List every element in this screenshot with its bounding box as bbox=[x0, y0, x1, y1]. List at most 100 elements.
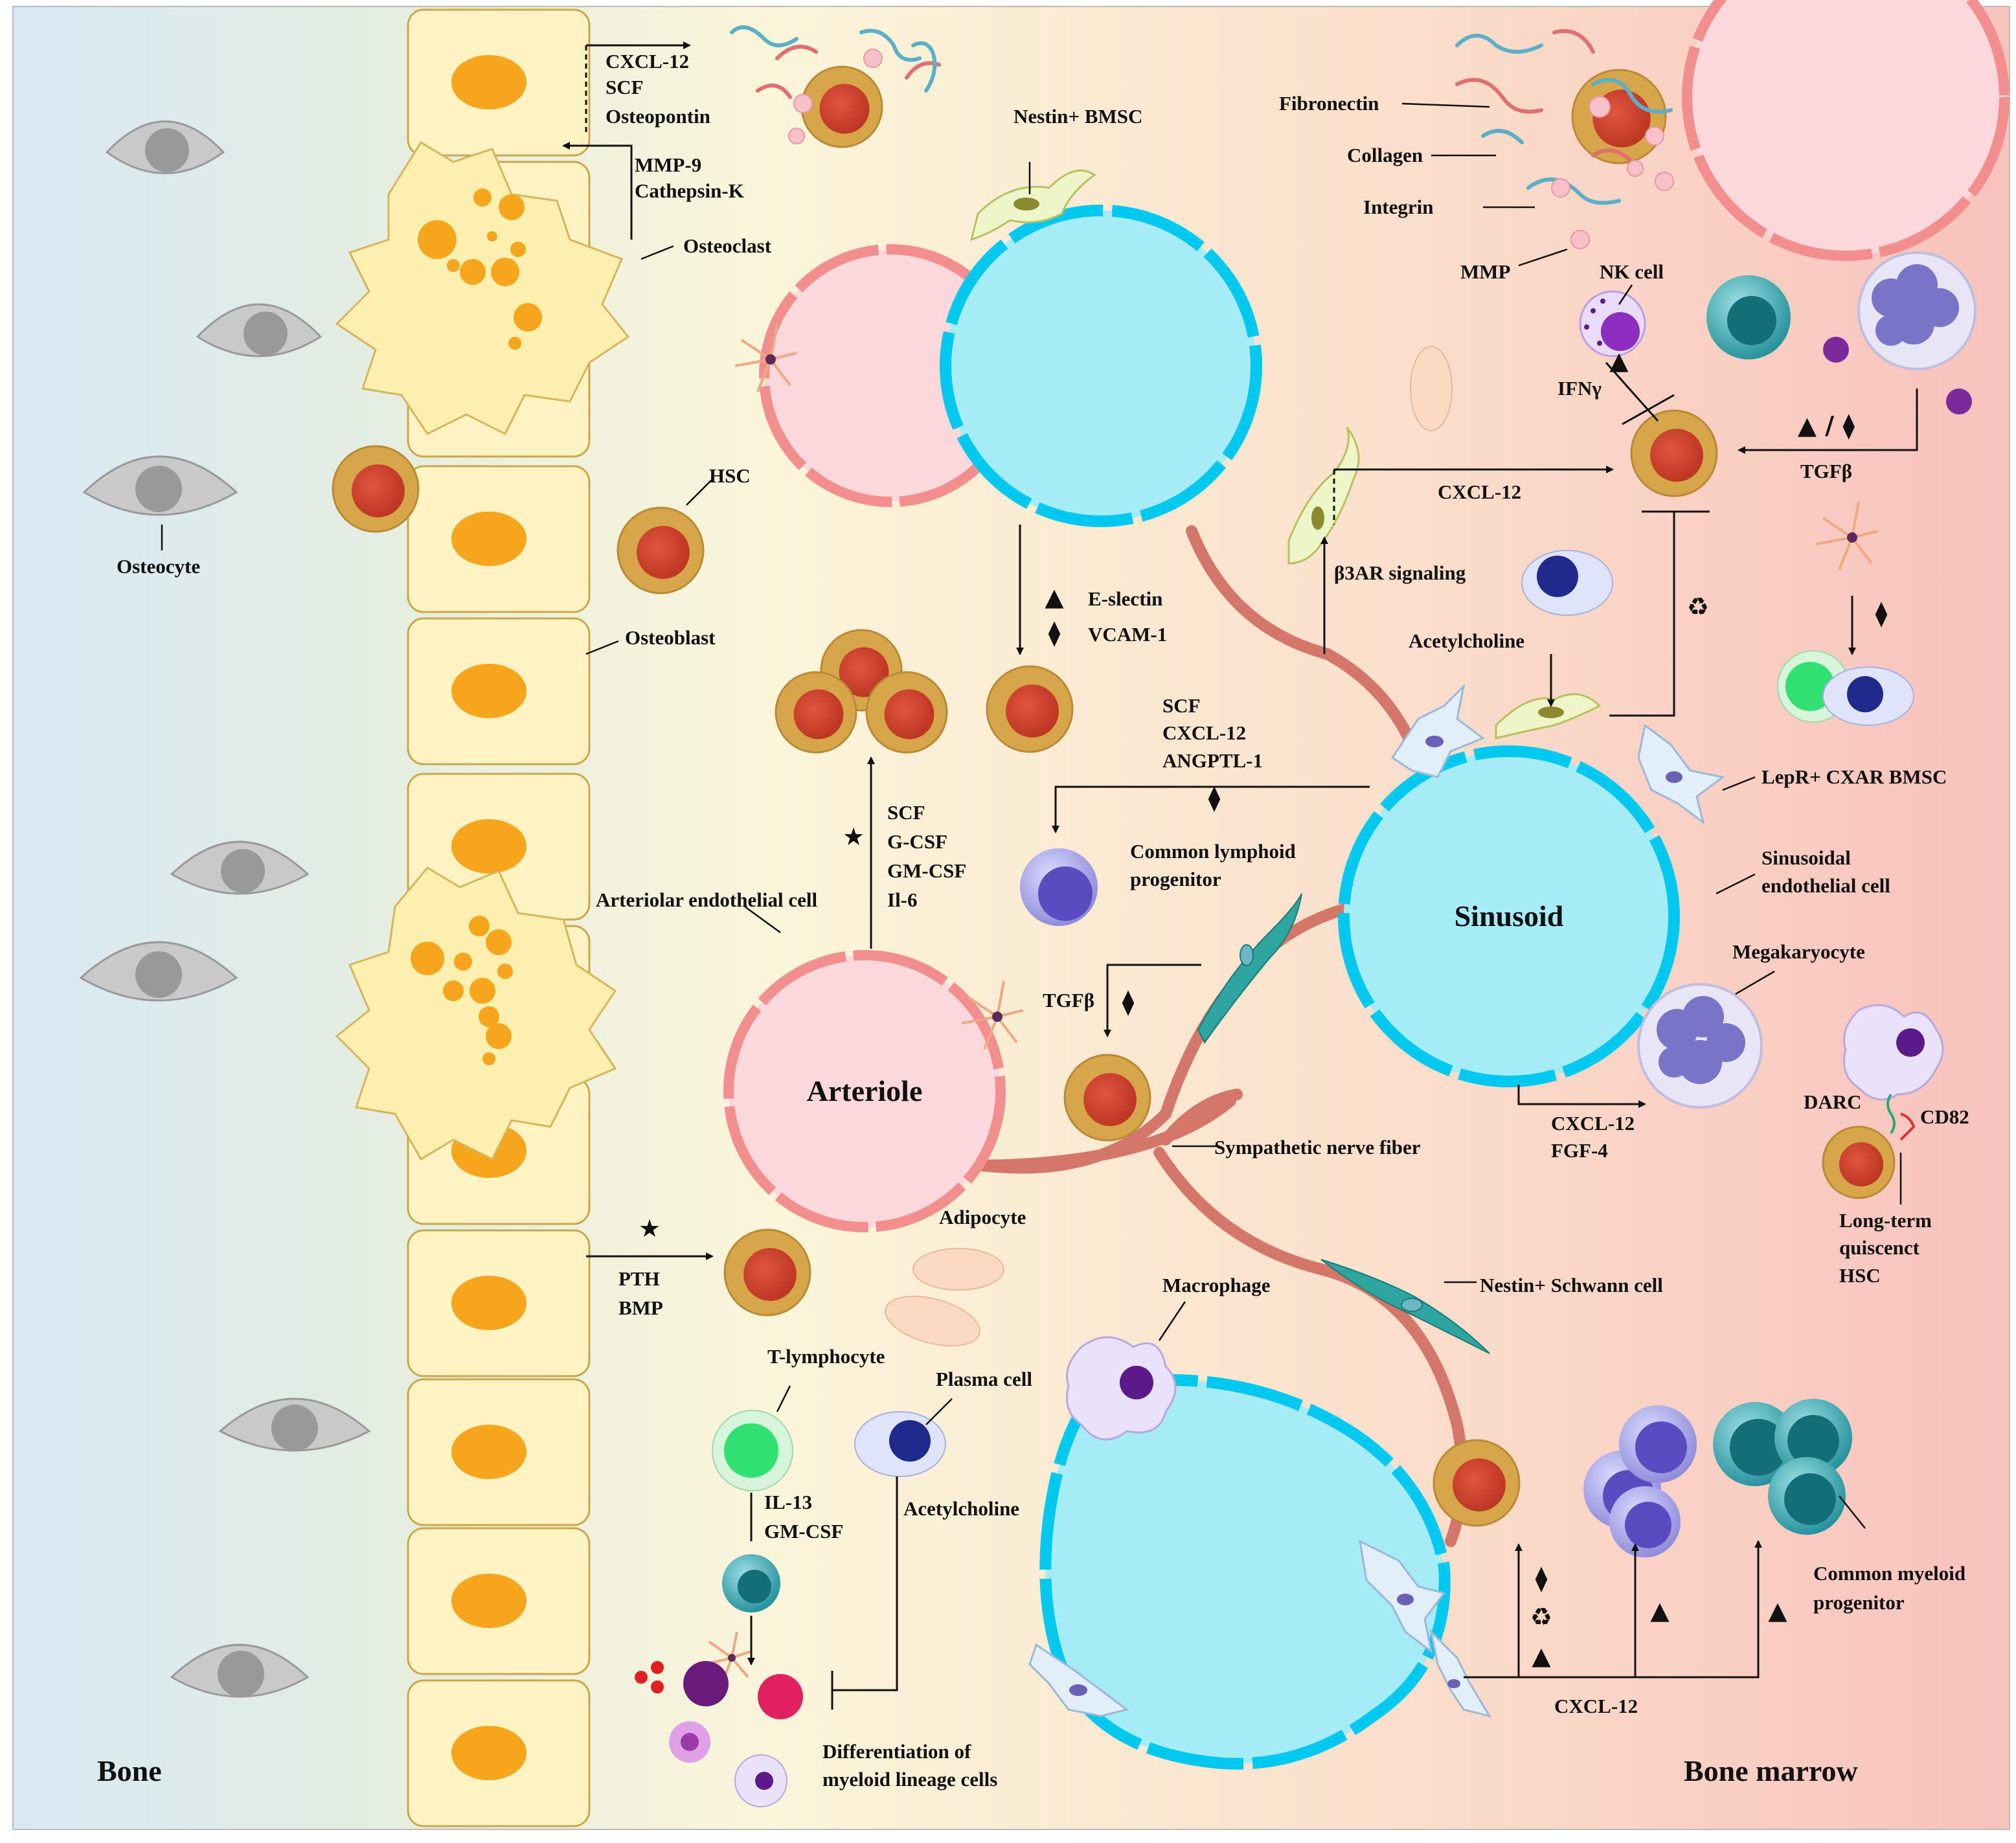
ecm-dots bbox=[788, 49, 1674, 249]
differentiation-label-1: Differentiation of bbox=[822, 1740, 971, 1763]
sinusoidal-endothelial-label-2: endothelial cell bbox=[1761, 874, 1890, 897]
svg-text:⧫: ⧫ bbox=[1208, 784, 1221, 812]
arteriole-vessel: Arteriole bbox=[723, 950, 1006, 1232]
cmp-group bbox=[1713, 1399, 1852, 1535]
svg-text:▲: ▲ bbox=[1045, 583, 1064, 611]
ifng-label: IFNγ bbox=[1557, 377, 1602, 400]
hsc-cell bbox=[723, 1228, 811, 1317]
adipocyte-label: Adipocyte bbox=[939, 1206, 1026, 1228]
arteriolar-scf-label: SCF bbox=[887, 801, 925, 824]
bmp-label: BMP bbox=[618, 1296, 663, 1319]
tgfb-arteriole-label: TGFβ bbox=[1043, 989, 1094, 1012]
signal-symbols: ▲ ⧫ ★ ★ ⧫ ⧫ ▲ ▲ / ⧫ ♻ ⧫ ⧫ ♻ ▲ ▲ ▲ bbox=[639, 346, 1888, 1670]
mmp9-label: MMP-9 bbox=[635, 153, 701, 176]
osteoblast-cell bbox=[407, 1679, 591, 1827]
clp-cxcl12-label: CXCL-12 bbox=[1162, 721, 1246, 744]
nestin-schwann-label: Nestin+ Schwann cell bbox=[1480, 1274, 1663, 1296]
bone-label: Bone bbox=[97, 1754, 162, 1787]
pericyte-cells bbox=[705, 323, 1879, 1684]
triangle-slash-diamond: ▲ / ⧫ bbox=[1798, 411, 1855, 440]
cxcl12-label-1: CXCL-12 bbox=[606, 50, 689, 73]
teal-cell bbox=[1706, 275, 1791, 359]
b3ar-label: β3AR signaling bbox=[1334, 561, 1466, 584]
svg-text:★: ★ bbox=[843, 822, 865, 851]
t-lymphocyte-cell bbox=[712, 1410, 793, 1491]
bone-marrow-label: Bone marrow bbox=[1684, 1754, 1858, 1787]
clp-group bbox=[1583, 1405, 1697, 1557]
osteoclast-lower bbox=[335, 866, 617, 1161]
integrin-label: Integrin bbox=[1363, 196, 1434, 218]
hsc-cell bbox=[800, 65, 883, 148]
cmp-label-1: Common myeloid bbox=[1813, 1562, 1965, 1585]
svg-text:⧫: ⧫ bbox=[1122, 988, 1135, 1016]
cd82-label: CD82 bbox=[1920, 1105, 1969, 1128]
megakaryocyte bbox=[1637, 983, 1763, 1109]
hsc-cell bbox=[1433, 1439, 1521, 1527]
sinusoid-vessel: Sinusoid bbox=[1338, 745, 1680, 1087]
osteocyte-cell bbox=[218, 1397, 371, 1452]
osteoblast-cell bbox=[407, 8, 591, 157]
osteocyte-cell bbox=[82, 455, 238, 516]
osteocyte-label: Osteocyte bbox=[117, 555, 200, 578]
cxcl12-upper-label: CXCL-12 bbox=[1438, 481, 1521, 503]
upper-sinusoid-vessel bbox=[940, 205, 1262, 527]
gmcsf-label: GM-CSF bbox=[887, 859, 966, 882]
cxcl12-fgf-label-1: CXCL-12 bbox=[1551, 1112, 1635, 1135]
mmp-label: MMP bbox=[1460, 260, 1511, 283]
hsc-cell bbox=[1063, 1054, 1151, 1142]
osteoblast-cell bbox=[407, 617, 591, 765]
sympathetic-nerve-label: Sympathetic nerve fiber bbox=[1214, 1136, 1421, 1159]
osteopontin-label: Osteopontin bbox=[606, 105, 710, 128]
tgfb-upper-label: TGFβ bbox=[1800, 460, 1852, 482]
osteocyte-cell bbox=[105, 120, 225, 174]
osteocyte-cell bbox=[170, 1644, 310, 1698]
cmp-label-2: progenitor bbox=[1813, 1591, 1905, 1614]
hsc-cell bbox=[865, 671, 948, 754]
svg-text:⧫: ⧫ bbox=[1535, 1564, 1548, 1592]
nestin-schwann-cells bbox=[1197, 893, 1490, 1354]
megakaryocyte-label: Megakaryocyte bbox=[1732, 940, 1865, 963]
labels: Bone Bone marrow CXCL-12 SCF Osteopontin… bbox=[97, 50, 1969, 1791]
macrophage-label: Macrophage bbox=[1162, 1274, 1270, 1296]
arrows bbox=[562, 41, 1918, 1710]
clp-cell bbox=[1020, 848, 1098, 926]
adipocytes bbox=[885, 346, 1453, 1347]
nestin-bmsc-cells bbox=[969, 169, 1602, 740]
t-lymphocyte-label: T-lymphocyte bbox=[767, 1345, 885, 1368]
top-right-vessel bbox=[1682, 0, 2010, 261]
scf-label-1: SCF bbox=[606, 76, 644, 98]
angptl-label: ANGPTL-1 bbox=[1162, 749, 1263, 772]
svg-text:▲: ▲ bbox=[1532, 1642, 1551, 1670]
e-selectin-label: E-slectin bbox=[1088, 587, 1162, 610]
osteoblast-cell bbox=[407, 465, 591, 613]
osteoblast-cell bbox=[407, 1229, 591, 1377]
cxcl12-fgf-label-2: FGF-4 bbox=[1551, 1139, 1608, 1162]
sinusoid-label: Sinusoid bbox=[1455, 899, 1564, 933]
arteriolar-endothelial-label: Arteriolar endothelial cell bbox=[596, 888, 817, 911]
svg-text:♻: ♻ bbox=[1530, 1603, 1552, 1631]
svg-text:▲: ▲ bbox=[1768, 1596, 1787, 1625]
lymphocyte-pair bbox=[1777, 650, 1914, 726]
nestin-bmsc-label: Nestin+ BMSC bbox=[1014, 105, 1142, 128]
hsc-cell bbox=[617, 506, 705, 594]
darc-cell bbox=[1843, 1004, 1944, 1141]
osteocyte-cell bbox=[79, 941, 238, 1002]
hsc-cell bbox=[775, 671, 857, 754]
fibronectin-label: Fibronectin bbox=[1279, 92, 1379, 115]
nk-cell bbox=[1579, 290, 1646, 357]
acetylcholine-upper-label: Acetylcholine bbox=[1409, 629, 1524, 652]
svg-text:⧫: ⧫ bbox=[1875, 599, 1888, 628]
megakaryocyte-top bbox=[1823, 251, 1976, 414]
darc-label: DARC bbox=[1804, 1091, 1862, 1113]
ecm-fibers bbox=[730, 25, 1673, 205]
plasma-cell-lower bbox=[854, 1411, 946, 1477]
osteoblast-cell bbox=[407, 1378, 591, 1526]
gmcsf-lower-label: GM-CSF bbox=[764, 1520, 843, 1543]
clp-label-1: Common lymphoid bbox=[1130, 840, 1296, 863]
plasma-cell-label: Plasma cell bbox=[936, 1368, 1032, 1390]
osteoclast-upper bbox=[335, 141, 630, 436]
clp-label-2: progenitor bbox=[1130, 868, 1221, 890]
cxcl12-lower-label: CXCL-12 bbox=[1554, 1695, 1638, 1717]
